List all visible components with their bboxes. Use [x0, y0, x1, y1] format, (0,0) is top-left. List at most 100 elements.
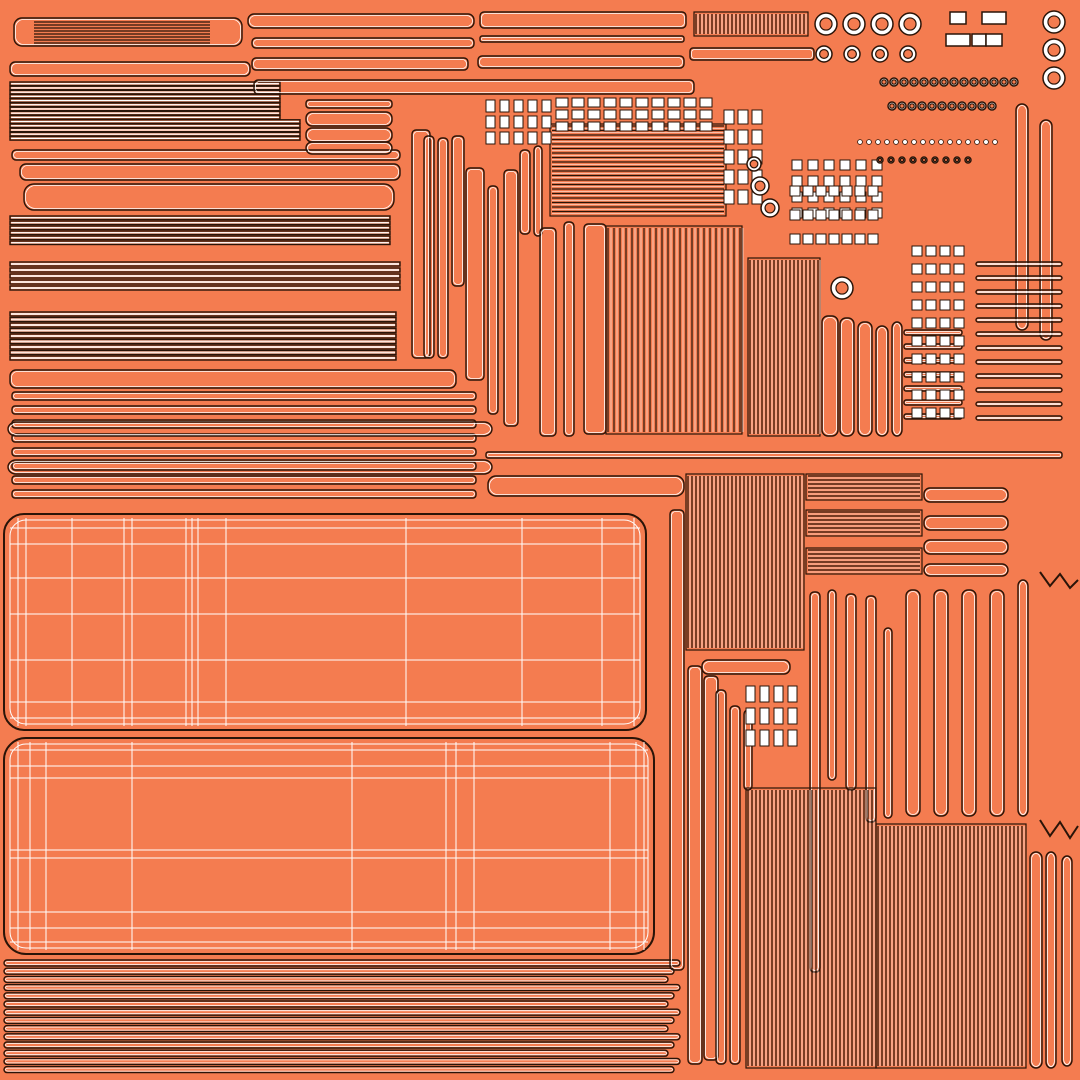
uv-strip: [975, 261, 1063, 267]
uv-strip-inner: [11, 232, 389, 234]
small-part: [791, 175, 803, 187]
uv-strip-inner: [5, 1067, 673, 1072]
uv-strip: [3, 983, 681, 992]
bolt-head: [841, 233, 853, 245]
ring-hole: [889, 103, 895, 109]
uv-strip: [9, 285, 401, 291]
small-part: [571, 109, 585, 120]
bolt-head: [815, 185, 827, 197]
uv-strip-inner: [977, 347, 1061, 349]
uv-strip: [975, 401, 1063, 407]
small-part-box: [945, 33, 971, 47]
ring-parts: [746, 10, 1066, 300]
small-part: [485, 131, 496, 145]
ring-hole: [749, 159, 759, 169]
small-part: [925, 353, 937, 365]
small-part-box: [949, 11, 967, 25]
uv-strip: [11, 419, 477, 429]
small-part: [939, 335, 951, 347]
small-part: [939, 281, 951, 293]
small-part: [925, 281, 937, 293]
small-part-box: [981, 11, 1007, 25]
ring-hole: [835, 281, 849, 295]
uv-strip: [923, 515, 1009, 531]
small-part: [939, 317, 951, 329]
small-part: [855, 159, 867, 171]
uv-strip: [11, 489, 477, 499]
small-part: [939, 353, 951, 365]
small-part: [683, 121, 697, 132]
uv-strip: [923, 539, 1009, 555]
large-panel-upper: [3, 513, 647, 731]
ring-hole: [929, 103, 935, 109]
small-part: [667, 121, 681, 132]
uv-strip: [9, 349, 397, 356]
bolt: [992, 139, 998, 145]
small-part: [737, 109, 749, 125]
uv-strip: [9, 225, 391, 231]
strip-group-top-left: [9, 11, 815, 389]
uv-strip: [251, 57, 469, 71]
uv-strip: [923, 487, 1009, 503]
uv-strip: [9, 240, 391, 246]
small-part: [619, 121, 633, 132]
small-part: [571, 97, 585, 108]
uv-strip-inner: [11, 346, 395, 348]
small-part: [759, 707, 770, 725]
uv-strip: [9, 93, 281, 99]
small-part: [737, 189, 749, 205]
uv-strip: [9, 311, 397, 317]
uv-strip-inner: [977, 277, 1061, 279]
uv-strip-inner: [5, 985, 679, 990]
uv-strip: [975, 303, 1063, 309]
ring-hole: [921, 157, 927, 163]
uv-strip: [3, 1057, 681, 1066]
small-part: [745, 729, 756, 747]
small-part: [555, 97, 569, 108]
uv-strip: [703, 675, 719, 1061]
ring-hole: [911, 79, 917, 85]
uv-strip-inner: [11, 318, 395, 321]
bolt: [857, 139, 863, 145]
small-part: [925, 299, 937, 311]
ring-hole: [959, 103, 965, 109]
uv-strip: [3, 1024, 669, 1033]
uv-strip: [905, 589, 921, 817]
uv-strip-inner: [5, 1059, 679, 1064]
bolt-head: [815, 233, 827, 245]
uv-strip-inner: [11, 335, 395, 337]
uv-strip-inner: [841, 319, 853, 435]
bolt-parts: [789, 139, 1079, 840]
small-part: [527, 99, 538, 113]
small-part: [723, 189, 735, 205]
small-part: [911, 353, 923, 365]
uv-strip-inner: [439, 139, 447, 357]
bolt: [974, 139, 980, 145]
uv-strip-inner: [489, 187, 497, 413]
uv-strip: [9, 61, 251, 77]
small-part: [925, 407, 937, 419]
uv-strip-inner: [307, 101, 391, 107]
uv-strip: [9, 355, 397, 361]
ring-hole: [899, 103, 905, 109]
ring-hole: [969, 103, 975, 109]
uv-strip-inner: [5, 1026, 667, 1031]
bolt: [947, 139, 953, 145]
uv-strip: [9, 135, 301, 141]
small-part: [787, 685, 798, 703]
uv-strip-inner: [479, 57, 683, 67]
small-part: [839, 175, 851, 187]
uv-strip: [839, 317, 855, 437]
small-part: [667, 109, 681, 120]
small-part: [911, 263, 923, 275]
small-part: [651, 109, 665, 120]
uv-strip-inner: [13, 393, 475, 399]
uv-strip-inner: [977, 389, 1061, 391]
uv-strip: [857, 321, 873, 437]
uv-strip-inner: [11, 242, 389, 244]
uv-strip: [11, 447, 477, 457]
uv-strip: [3, 1033, 681, 1041]
uv-strip: [23, 183, 395, 211]
small-part: [737, 149, 749, 165]
small-part: [603, 109, 617, 120]
